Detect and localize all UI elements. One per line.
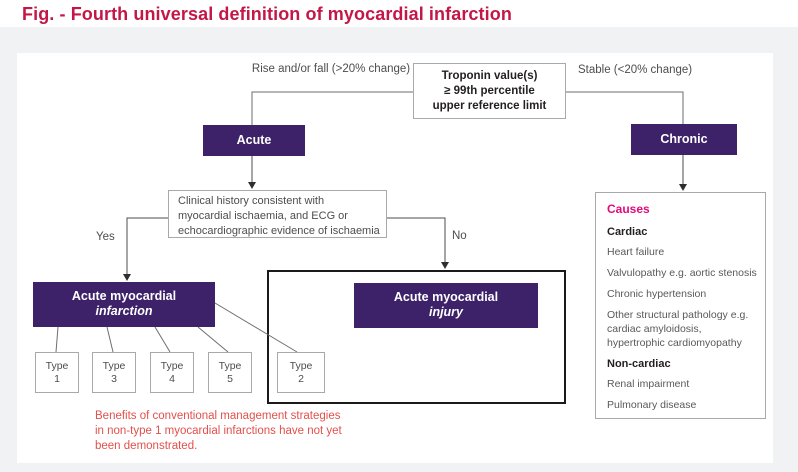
causes-panel: Causes Cardiac Heart failure Valvulopath…: [595, 192, 766, 419]
injury-line-1: Acute myocardial: [393, 290, 499, 304]
figure-title: Fig. - Fourth universal definition of my…: [22, 4, 512, 24]
note-line-2: in non-type 1 myocardial infarctions hav…: [95, 425, 342, 437]
cause-item: Renal impairment: [607, 378, 690, 390]
clinical-line-3: echocardiographic evidence of ischaemia: [178, 225, 380, 237]
type-5-number: 5: [227, 373, 233, 385]
cause-item: Pulmonary disease: [607, 399, 697, 411]
type-1-number: 1: [54, 373, 60, 385]
type-3-number: 3: [111, 373, 117, 385]
type-4-word: Type: [160, 360, 184, 372]
clinical-line-1: Clinical history consistent with: [178, 195, 325, 207]
ami-line-1: Acute myocardial: [71, 289, 177, 303]
ami-line-2: infarction: [95, 304, 153, 318]
clinical-line-2: myocardial ischaemia, and ECG or: [178, 210, 348, 222]
non-cardiac-group-title: Non-cardiac: [607, 358, 671, 370]
note-line-3: been demonstrated.: [95, 440, 198, 452]
troponin-line-1: Troponin value(s): [441, 69, 538, 82]
injury-line-2: injury: [428, 305, 464, 319]
troponin-line-3: upper reference limit: [432, 99, 547, 112]
no-branch-label: No: [452, 230, 467, 242]
rise-fall-branch-label: Rise and/or fall (>20% change): [251, 63, 411, 75]
type-2-number: 2: [298, 373, 304, 385]
causes-heading: Causes: [607, 202, 650, 216]
note-line-1: Benefits of conventional management stra…: [95, 410, 341, 422]
acute-myocardial-injury-node: Acute myocardial injury: [354, 283, 538, 328]
type-5-word: Type: [218, 360, 242, 372]
type-1-word: Type: [45, 360, 69, 372]
cause-item: Heart failure: [607, 246, 665, 258]
chronic-node: Chronic: [631, 124, 737, 155]
type-3-word: Type: [102, 360, 126, 372]
type-1-box: Type 1: [35, 352, 79, 393]
management-note: Benefits of conventional management stra…: [95, 409, 345, 454]
type-2-word: Type: [289, 360, 313, 372]
type-4-box: Type 4: [150, 352, 194, 393]
stable-branch-label: Stable (<20% change): [578, 64, 693, 76]
acute-node: Acute: [203, 125, 305, 156]
cause-item: Other structural pathology e.g. cardiac …: [607, 309, 749, 349]
header-strip: [0, 0, 798, 27]
type-4-number: 4: [169, 373, 175, 385]
cause-item: Valvulopathy e.g. aortic stenosis: [607, 267, 757, 279]
clinical-history-box: Clinical history consistent with myocard…: [168, 190, 387, 238]
yes-branch-label: Yes: [96, 231, 115, 243]
cardiac-group-title: Cardiac: [607, 226, 648, 238]
type-2-box: Type 2: [277, 352, 325, 393]
cause-item: Chronic hypertension: [607, 288, 707, 300]
acute-myocardial-infarction-node: Acute myocardial infarction: [33, 282, 215, 327]
type-5-box: Type 5: [208, 352, 252, 393]
type-3-box: Type 3: [92, 352, 136, 393]
troponin-value-box: Troponin value(s) ≥ 99th percentile uppe…: [413, 63, 566, 119]
troponin-line-2: ≥ 99th percentile: [444, 84, 535, 97]
